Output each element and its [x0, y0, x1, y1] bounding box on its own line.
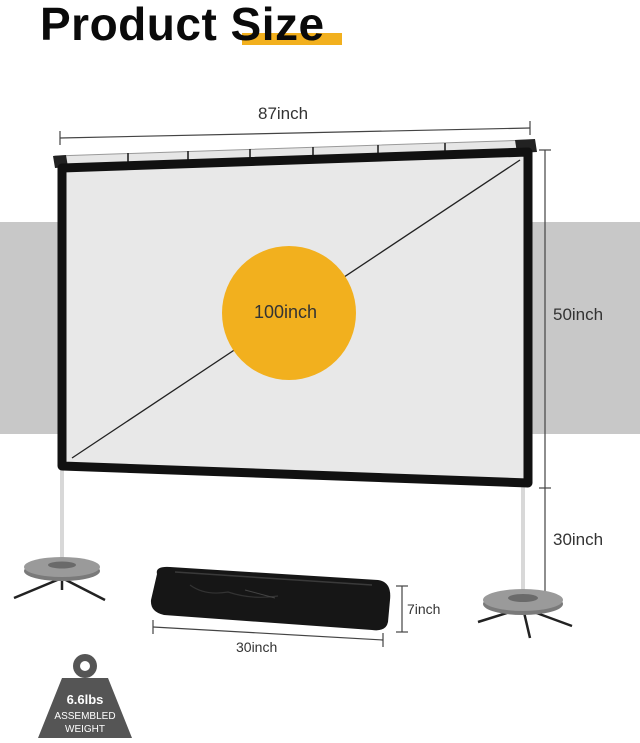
diagonal-label: 100inch	[254, 302, 318, 322]
bag-height-label: 7inch	[407, 601, 441, 617]
weight-value: 6.6lbs	[66, 692, 104, 707]
bag-length-line	[152, 620, 384, 647]
weight-caption-line2: WEIGHT	[65, 724, 105, 735]
weight-icon	[38, 654, 132, 738]
bag-length-label: 30inch	[236, 639, 278, 655]
weight-caption-line1: ASSEMBLED	[54, 711, 116, 722]
carry-bag-icon	[150, 566, 391, 631]
bag-height-line	[396, 585, 408, 633]
stand-base-icon	[13, 557, 106, 602]
width-dimension-line	[59, 121, 531, 145]
stand-base-icon-right	[477, 589, 573, 639]
screen-height-label: 50inch	[553, 305, 604, 324]
diagonal-badge	[222, 246, 356, 380]
width-label: 87inch	[258, 104, 309, 123]
title-underline	[242, 33, 342, 45]
stand-height-label: 30inch	[553, 530, 604, 549]
page-title: Product Size	[40, 0, 325, 50]
